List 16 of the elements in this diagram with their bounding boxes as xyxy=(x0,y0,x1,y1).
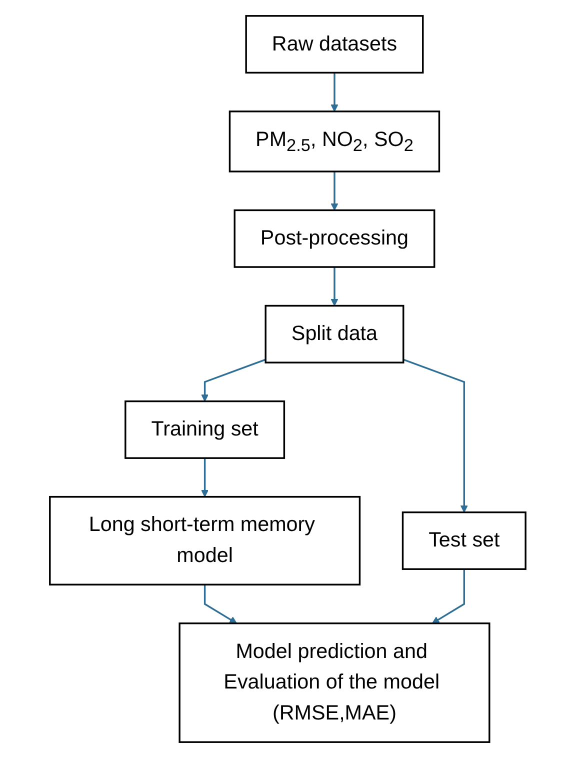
arrow xyxy=(403,358,468,513)
arrow xyxy=(204,584,238,624)
node-box: Raw datasets xyxy=(246,15,424,74)
node-box: Model prediction and Evaluation of the model (RMSE,MAE) xyxy=(178,622,491,743)
arrow xyxy=(432,569,466,624)
node-box: Long short-term memory model xyxy=(49,496,361,586)
arrow xyxy=(330,72,339,112)
node-box: Test set xyxy=(402,511,527,570)
node-box: PM$_{2.5}$, NO$_{2}$, SO$_{2}$ xyxy=(229,110,440,172)
arrow xyxy=(201,358,266,402)
arrow xyxy=(201,458,209,498)
arrow xyxy=(330,267,339,306)
arrow xyxy=(330,172,339,211)
node-box: Training set xyxy=(124,400,286,459)
node-box: Split data xyxy=(265,304,404,364)
node-box: Post-processing xyxy=(234,209,436,268)
